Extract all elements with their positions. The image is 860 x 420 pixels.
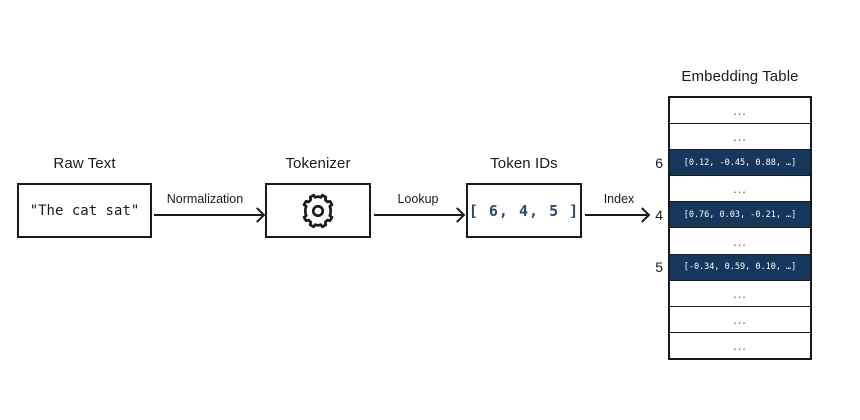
arrow-normalization <box>154 214 262 216</box>
embedding-row: ... <box>670 98 810 125</box>
raw-text-box: "The cat sat" <box>17 183 152 238</box>
embedding-row: 5 [-0.34, 0.59, 0.10, …] <box>655 254 810 281</box>
embedding-row-index: 5 <box>655 259 663 276</box>
embedding-row-vector: [0.76, 0.03, -0.21, …] <box>683 209 797 220</box>
embedding-row: 6 [0.12, -0.45, 0.88, …] <box>655 150 810 177</box>
arrow-label-normalization: Normalization <box>166 192 244 206</box>
embedding-row-ellipsis: ... <box>733 311 747 327</box>
embedding-row: ... <box>670 306 810 333</box>
embedding-row-ellipsis: ... <box>733 233 747 249</box>
embedding-row: ... <box>670 332 810 358</box>
embedding-table: ...... 6 [0.12, -0.45, 0.88, …]... 4 [0.76, … <box>655 96 812 360</box>
embedding-row-index: 6 <box>655 154 663 171</box>
token-ids-value: [ 6, 4, 5 ] <box>468 201 580 220</box>
embedding-row-index: 4 <box>655 206 663 223</box>
gear-icon <box>299 192 337 230</box>
embedding-row-vector: [-0.34, 0.59, 0.10, …] <box>683 262 797 273</box>
embedding-row-ellipsis: ... <box>733 129 747 145</box>
arrow-label-index: Index <box>603 192 635 206</box>
embedding-row: 4 [0.76, 0.03, -0.21, …] <box>655 202 810 229</box>
token-ids-title: Token IDs <box>490 155 558 172</box>
raw-text-title: Raw Text <box>53 155 116 172</box>
tokenizer-box <box>265 183 371 238</box>
arrow-label-lookup: Lookup <box>397 192 439 206</box>
token-ids-box: [ 6, 4, 5 ] <box>466 183 582 238</box>
arrow-index <box>585 214 647 216</box>
tokenizer-title: Tokenizer <box>285 155 351 172</box>
embedding-table-title: Embedding Table <box>681 68 799 85</box>
embedding-row-ellipsis: ... <box>733 103 747 119</box>
raw-text-value: "The cat sat" <box>29 202 140 219</box>
embedding-row-vector: [0.12, -0.45, 0.88, …] <box>683 157 797 168</box>
embedding-row-ellipsis: ... <box>733 337 747 353</box>
embedding-row: ... <box>670 176 810 203</box>
embedding-row-ellipsis: ... <box>733 181 747 197</box>
embedding-row-ellipsis: ... <box>733 285 747 301</box>
arrow-lookup <box>374 214 462 216</box>
embedding-row: ... <box>670 228 810 255</box>
embedding-row: ... <box>670 124 810 151</box>
embedding-row: ... <box>670 280 810 307</box>
